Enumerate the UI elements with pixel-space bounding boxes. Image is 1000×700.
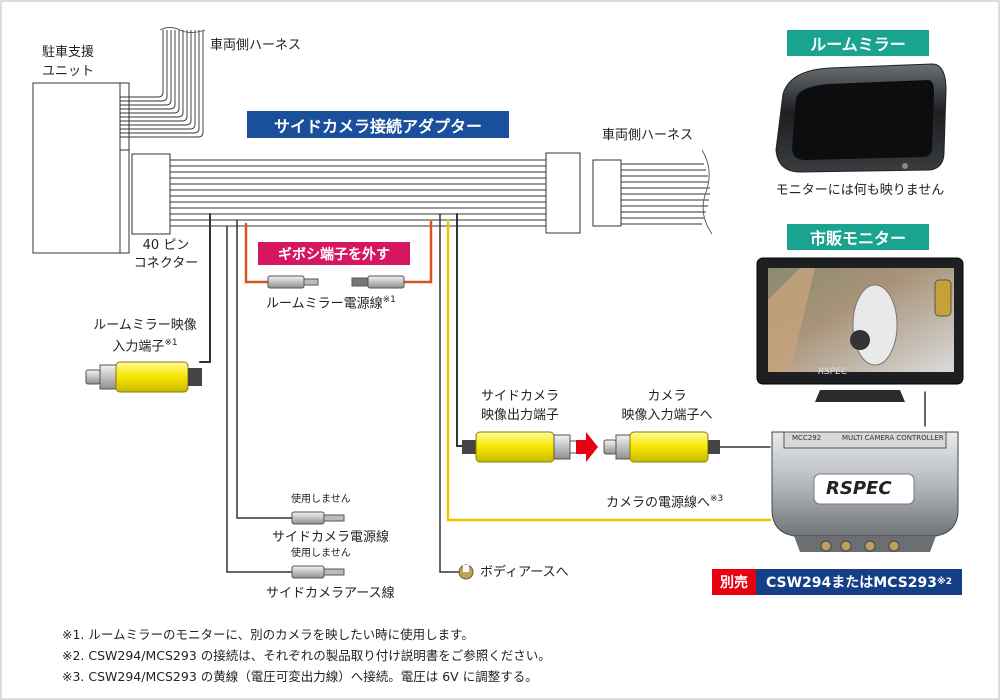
label-unused-2: 使用しません [291, 548, 351, 559]
label-40pin-line1: 40 ピン [142, 238, 190, 253]
mirror-power-text: ルームミラー電源線 [266, 296, 383, 312]
adapter-connector-right [545, 152, 581, 234]
connect-arrow [576, 432, 598, 462]
vehicle-connector-right [592, 159, 622, 227]
label-parking-unit-line2: ユニット [42, 64, 95, 79]
monitor-badge: 市販モニター [787, 224, 929, 250]
label-vehicle-harness-right: 車両側ハーネス [602, 128, 694, 143]
label-cam-power: カメラの電源線へ※3 [606, 494, 723, 512]
sold-separately-badge: 別売 [712, 569, 756, 595]
label-40pin-line2: コネクター [133, 256, 199, 271]
mirror-video-note: ※1 [164, 338, 178, 348]
unused-connector-ground [291, 565, 345, 579]
room-mirror-image [775, 63, 947, 173]
product-note: ※2 [937, 577, 953, 587]
label-mirror-video-line1: ルームミラー映像 [93, 318, 197, 333]
mirror-power-note: ※1 [382, 295, 396, 305]
cam-power-text: カメラの電源線へ [606, 495, 711, 511]
monitor-brand: RSPEC [818, 367, 848, 377]
label-side-cam-power: サイドカメラ電源線 [272, 530, 390, 545]
footnote-2: ※2. CSW294/MCS293 の接続は、それぞれの製品取り付け説明書をご参… [62, 648, 551, 663]
label-body-earth: ボディアースへ [480, 565, 569, 580]
room-mirror-caption: モニターには何も映りません [775, 183, 945, 198]
unused-connector-power [291, 511, 345, 525]
label-unused-1: 使用しません [291, 494, 351, 505]
footnote-1: ※1. ルームミラーのモニターに、別のカメラを映したい時に使用します。 [62, 627, 474, 642]
controller-brand: RSPEC [826, 478, 892, 499]
adapter-title-badge: サイドカメラ接続アダプター [247, 111, 509, 138]
mirror-power-connectors [267, 275, 405, 289]
connector-40pin [131, 153, 171, 235]
label-vehicle-harness-top: 車両側ハーネス [210, 38, 302, 53]
label-side-cam-out-line2: 映像出力端子 [480, 408, 559, 423]
label-cam-in-line2: 映像入力端子へ [621, 408, 713, 423]
footnotes: ※1. ルームミラーのモニターに、別のカメラを映したい時に使用します。 ※2. … [62, 624, 551, 687]
rca-plug-side-camera-out [462, 431, 579, 463]
rca-plug-mirror-video [85, 361, 202, 393]
footnote-3: ※3. CSW294/MCS293 の黄線（電圧可変出力線）へ接続。電圧は 6V… [62, 669, 538, 684]
label-mirror-video-line2: 入力端子※1 [60, 338, 230, 356]
label-parking-unit-line1: 駐車支援 [42, 45, 95, 60]
top-harness-bundle [120, 27, 206, 138]
product-name-badge: CSW294またはMCS293※2 [756, 569, 962, 595]
mirror-video-text: 入力端子 [112, 339, 165, 355]
parking-unit-box [32, 82, 130, 254]
label-side-cam-out-line1: サイドカメラ [480, 389, 559, 404]
camera-controller-image [771, 431, 959, 552]
label-mirror-power-line: ルームミラー電源線※1 [266, 295, 396, 313]
label-side-cam-ground: サイドカメラアース線 [266, 586, 395, 601]
main-harness-bundle [170, 159, 546, 227]
label-cam-in-line1: カメラ [647, 389, 687, 404]
remove-gibosi-badge: ギボシ端子を外す [258, 242, 410, 265]
ground-terminal-icon [458, 564, 474, 580]
product-name-text: CSW294またはMCS293 [765, 575, 938, 591]
monitor-image [756, 257, 964, 402]
cam-power-note: ※3 [710, 494, 724, 504]
controller-model: MCC292 [792, 434, 822, 442]
vehicle-harness-right [621, 149, 713, 235]
branch-wires [199, 213, 926, 573]
room-mirror-badge: ルームミラー [787, 30, 929, 56]
controller-title: MULTI CAMERA CONTROLLER [842, 434, 944, 442]
rca-plug-camera-in [603, 431, 720, 463]
